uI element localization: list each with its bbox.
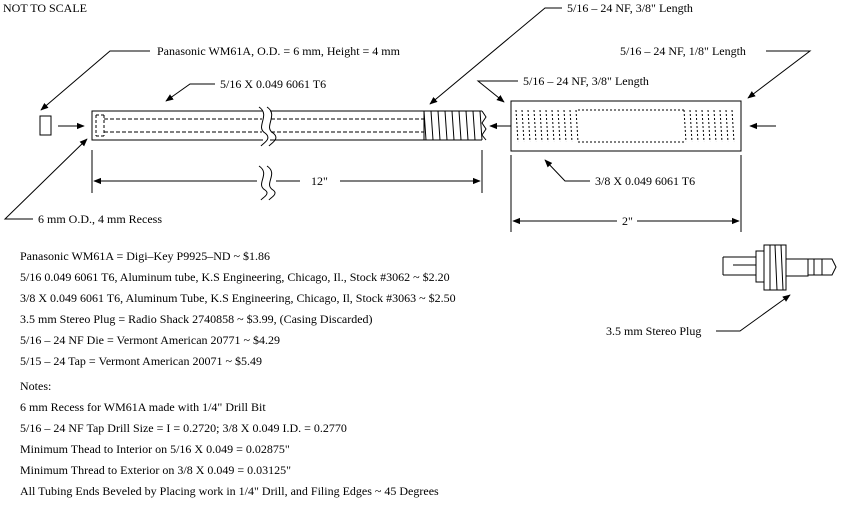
thread-mid-label: 5/16 – 24 NF, 3/8" Length: [523, 74, 649, 88]
plug-label: 3.5 mm Stereo Plug: [606, 324, 701, 338]
thread-top-label: 5/16 – 24 NF, 3/8" Length: [567, 1, 693, 15]
small-tube-thread: [423, 110, 487, 141]
bom-item-mic: Panasonic WM61A = Digi–Key P9925–ND ~ $1…: [20, 249, 271, 263]
note-tap-drill: 5/16 – 24 NF Tap Drill Size = I = 0.2720…: [20, 421, 347, 435]
large-tube: [510, 100, 742, 152]
note-interior: Minimum Thead to Interior on 5/16 X 0.04…: [20, 442, 290, 456]
recess-leader: [3, 138, 88, 220]
bom-item-tap: 5/15 – 24 Tap = Vermont American 20071 ~…: [20, 354, 262, 368]
bom-item-plug: 3.5 mm Stereo Plug = Radio Shack 2740858…: [20, 312, 373, 326]
notes: Notes: 6 mm Recess for WM61A made with 1…: [20, 379, 439, 505]
mic-label: Panasonic WM61A, O.D. = 6 mm, Height = 4…: [157, 44, 401, 58]
stereo-plug: [722, 244, 837, 291]
note-bevel: All Tubing Ends Beveled by Placing work …: [20, 484, 439, 498]
tube-large-leader: [544, 159, 590, 182]
bill-of-materials: Panasonic WM61A = Digi–Key P9925–ND ~ $1…: [20, 249, 456, 375]
tube-small-leader: [165, 83, 215, 102]
tube-large-label: 3/8 X 0.049 6061 T6: [595, 174, 695, 188]
length-2-label: 2": [622, 214, 633, 228]
tube-small-label: 5/16 X 0.049 6061 T6: [220, 77, 326, 91]
thread-mid-leader: [476, 80, 518, 103]
recess-label: 6 mm O.D., 4 mm Recess: [38, 212, 162, 226]
bom-item-small-tube: 5/16 0.049 6061 T6, Aluminum tube, K.S E…: [20, 270, 450, 284]
bom-item-die: 5/16 – 24 NF Die = Vermont American 2077…: [20, 333, 281, 347]
dimension-2: [510, 155, 742, 232]
plug-leader: [716, 294, 791, 332]
dimension-12: [91, 150, 483, 201]
note-recess: 6 mm Recess for WM61A made with 1/4" Dri…: [20, 400, 266, 414]
length-12-label: 12": [311, 174, 328, 188]
thread-right-label: 5/16 – 24 NF, 1/8" Length: [620, 44, 746, 58]
bom-item-large-tube: 3/8 X 0.049 6061 T6, Aluminum Tube, K.S …: [20, 291, 456, 305]
note-exterior: Minimum Thread to Exterior on 3/8 X 0.04…: [20, 463, 292, 477]
mic-leader: [40, 50, 150, 111]
notes-heading: Notes:: [20, 379, 52, 393]
thread-right-leader: [747, 50, 812, 99]
small-tube: [91, 106, 425, 147]
thread-top-leader: [429, 7, 562, 105]
not-to-scale-label: NOT TO SCALE: [3, 1, 87, 15]
microphone-capsule: [39, 115, 52, 136]
